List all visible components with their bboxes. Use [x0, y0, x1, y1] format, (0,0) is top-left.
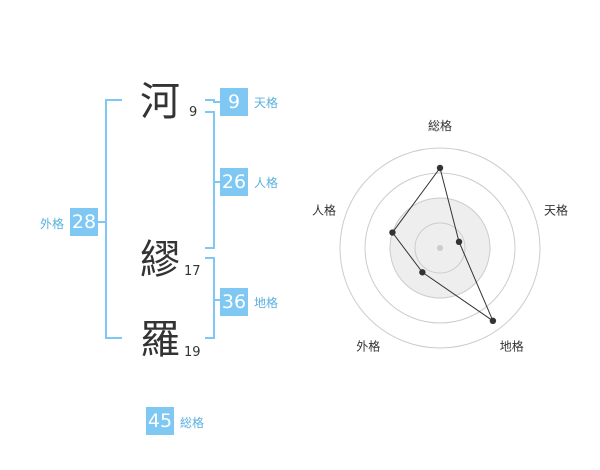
radar-ring-3 [364, 172, 516, 324]
name-char-2: 繆 [140, 237, 180, 283]
radar-ring-4 [339, 147, 541, 349]
radar-point-4 [419, 269, 426, 276]
name-char-1: 河 [140, 79, 180, 125]
radar-ring-2 [389, 197, 491, 299]
soukaku-label: 総格 [180, 416, 205, 430]
radar-axis-label-2: 天格 [544, 202, 568, 217]
tenkaku-label: 天格 [254, 96, 279, 110]
radar-series-polygon [391, 166, 495, 323]
name-char-3: 羅 [140, 317, 180, 363]
gaikaku-label: 外格 [40, 217, 65, 231]
chikaku-label: 地格 [254, 296, 279, 310]
soukaku-value: 45 [146, 407, 174, 435]
chikaku-value: 36 [220, 288, 248, 316]
stroke-count-1: 9 [189, 105, 198, 120]
radar-point-1 [436, 164, 444, 172]
radar-point-5 [389, 229, 396, 236]
stroke-count-2: 17 [184, 264, 201, 279]
radar-axis-label-4: 外格 [356, 339, 380, 354]
radar-point-2 [455, 238, 463, 246]
gaikaku-value: 28 [70, 208, 98, 236]
radar-axis-label-3: 地格 [500, 339, 524, 354]
stroke-count-3: 19 [184, 345, 201, 360]
radar-point-3 [489, 317, 497, 325]
jinkaku-label: 人格 [254, 176, 279, 190]
tenkaku-value: 9 [220, 88, 248, 116]
radar-axis-label-1: 総格 [428, 118, 452, 133]
radar-ring-1 [414, 222, 466, 274]
radar-center-dot [437, 245, 443, 251]
jinkaku-value: 26 [220, 168, 248, 196]
radar-axis-label-5: 人格 [312, 202, 336, 217]
